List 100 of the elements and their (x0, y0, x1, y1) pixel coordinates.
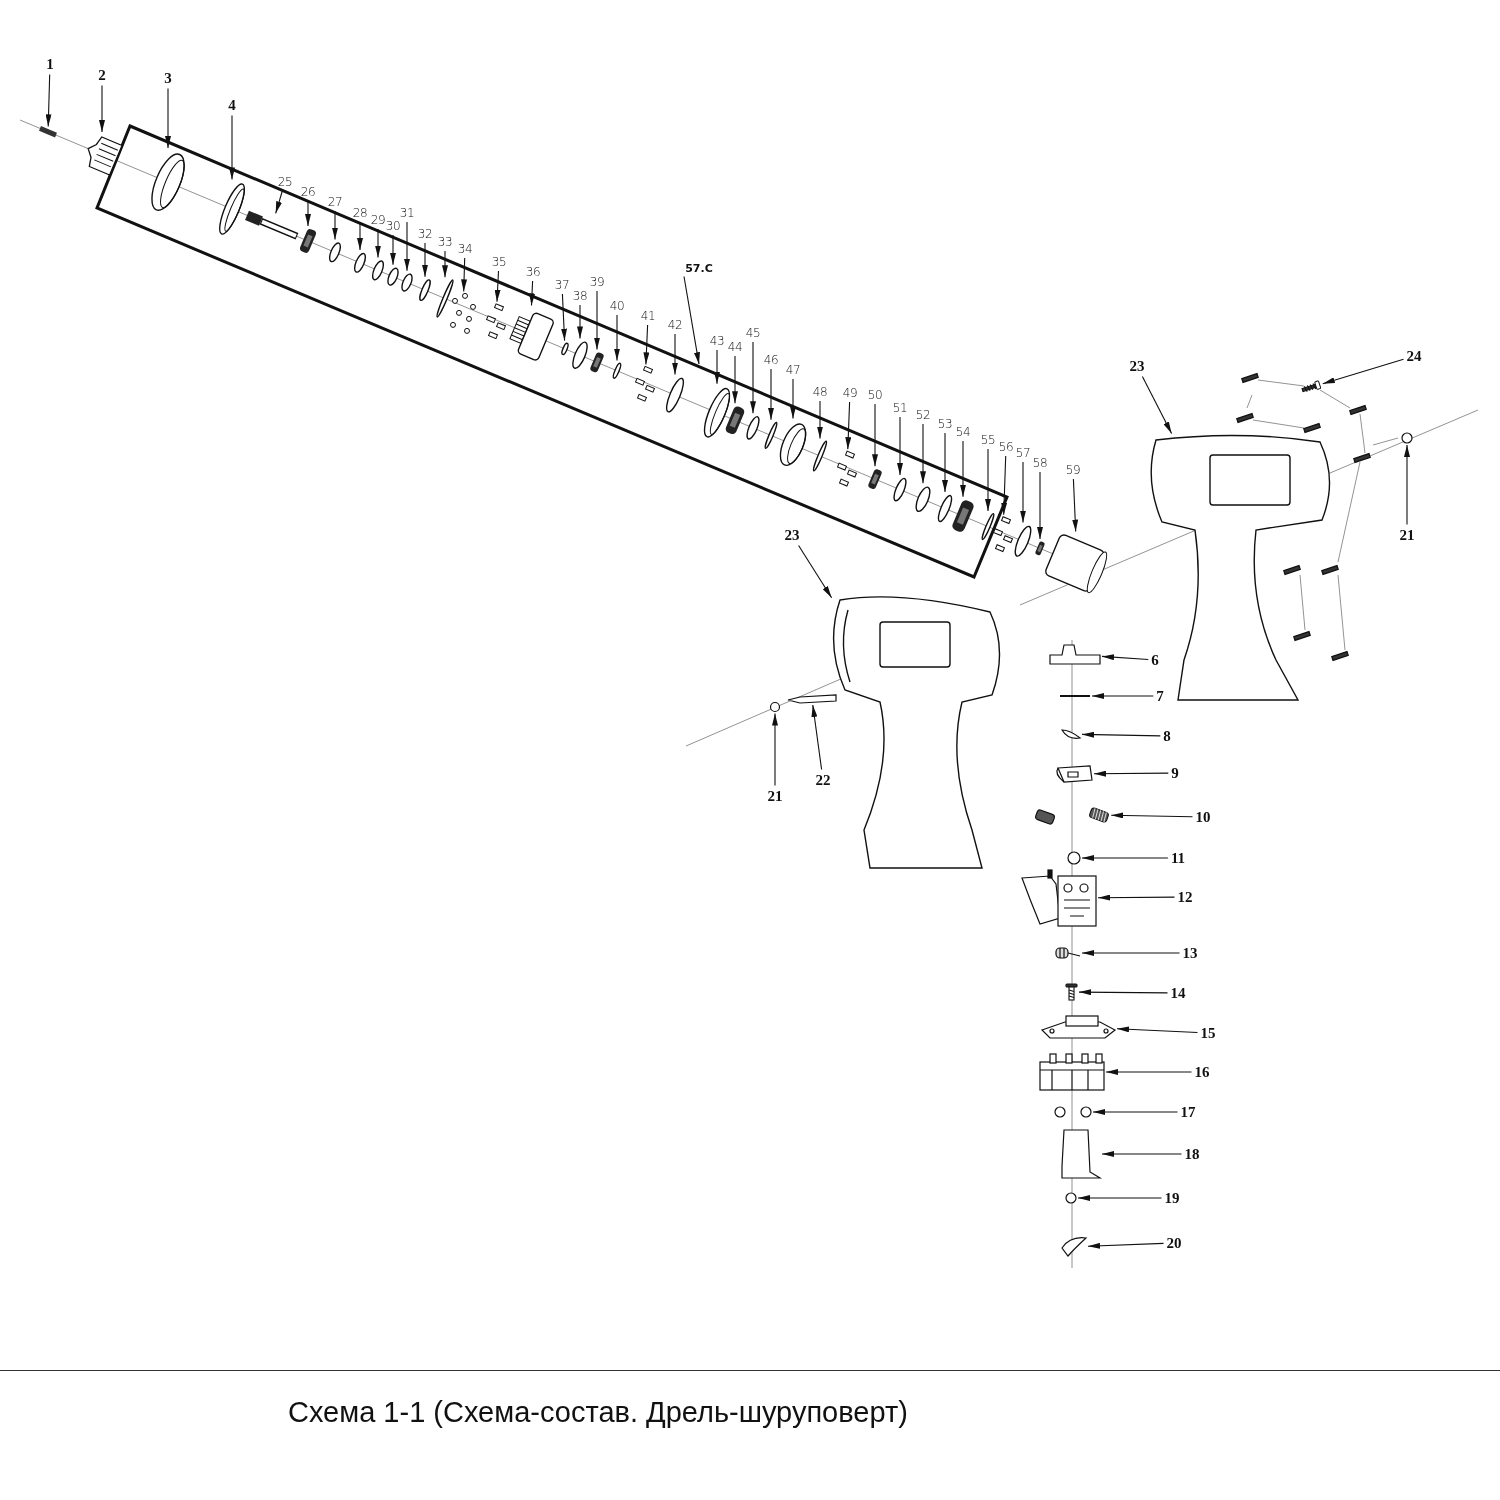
leader-arrow (577, 304, 583, 339)
callout-number: 36 (524, 265, 542, 279)
gear-drawing (867, 468, 883, 490)
callout-number: 11 (1169, 849, 1187, 867)
leader-arrow (1078, 989, 1169, 996)
callout-number: 34 (456, 242, 474, 256)
ring-drawing (746, 416, 760, 440)
callout-number: 46 (762, 353, 780, 367)
leader-arrow (375, 228, 381, 259)
callout-number: 42 (666, 318, 684, 332)
gear-drawing (724, 405, 746, 436)
ring-drawing (561, 342, 569, 356)
leader-arrow (594, 290, 600, 351)
callout-number: 23 (1128, 357, 1146, 375)
callout-number: 15 (1199, 1024, 1217, 1042)
callout-number: 47 (784, 363, 802, 377)
spindle-drawing (245, 210, 299, 240)
leader-arrow (422, 242, 428, 278)
leader-arrow (404, 221, 410, 272)
leader-arrow (942, 432, 948, 493)
callout-number: 1 (45, 55, 55, 73)
gear-drawing (298, 228, 318, 254)
callout-number: 19 (1163, 1189, 1181, 1207)
callout-number: 45 (744, 326, 762, 340)
callout-number: 52 (914, 408, 932, 422)
leader-arrow (357, 221, 363, 251)
callout-number: 31 (398, 206, 416, 220)
leader-arrow (442, 250, 448, 278)
ring-drawing (893, 477, 907, 502)
leader-arrow (643, 324, 650, 365)
pins-drawing (486, 303, 506, 340)
leader-arrow (1081, 950, 1181, 956)
callout-number: 35 (490, 255, 508, 269)
leader-arrow (332, 210, 338, 241)
leader-arrow (985, 448, 991, 512)
callout-number: 57 (1014, 446, 1032, 460)
screw-drawing (1065, 983, 1078, 1001)
callout-number: 56 (997, 440, 1015, 454)
ring-drawing (328, 242, 342, 263)
callout-number: 54 (954, 425, 972, 439)
leader-arrow (614, 314, 620, 362)
callout-number: 7 (1155, 687, 1165, 705)
callout-number: 17 (1179, 1103, 1197, 1121)
leader-arrow (1105, 1069, 1193, 1075)
leader-arrow (683, 275, 700, 365)
callout-number: 50 (866, 388, 884, 402)
callout-number: 21 (766, 787, 784, 805)
ring-drawing (151, 153, 185, 211)
mounting-plate-drawing (1040, 1015, 1117, 1039)
callout-number: 40 (608, 299, 626, 313)
callout-number: 16 (1193, 1063, 1211, 1081)
screwdriver-bit-drawing (787, 694, 837, 704)
leader-arrow (1091, 693, 1154, 699)
leader-arrow (1110, 812, 1194, 819)
callout-number: 29 (369, 213, 387, 227)
leader-arrow (1093, 770, 1169, 777)
leader-arrow (772, 712, 778, 787)
screw-drawing (1065, 1192, 1077, 1204)
callout-number: 21 (1398, 526, 1416, 544)
leader-arrow (811, 704, 823, 771)
led-drawing (1055, 947, 1081, 959)
leader-arrow (529, 280, 536, 306)
ball-bearings-drawing (450, 292, 476, 334)
ring-drawing (612, 362, 622, 379)
pins-drawing (993, 516, 1013, 552)
leader-arrow (1116, 1026, 1199, 1034)
callout-number: 44 (726, 340, 744, 354)
leader-arrow (99, 84, 105, 133)
leader-arrow (732, 355, 738, 404)
callout-number: 26 (299, 185, 317, 199)
callout-number: 24 (1405, 347, 1423, 365)
callout-number: 3 (163, 69, 173, 87)
leader-arrow (714, 349, 720, 385)
ring-drawing (419, 279, 431, 301)
leader-arrow (1077, 1195, 1163, 1201)
leader-arrow (672, 333, 678, 376)
leader-arrow (1404, 444, 1410, 526)
leader-arrow (1097, 894, 1176, 901)
leader-arrow (1020, 461, 1026, 524)
callout-number: 37 (553, 278, 571, 292)
pins-drawing (837, 450, 857, 487)
leader-arrow (461, 257, 468, 292)
pins-drawing (635, 365, 655, 402)
clip-drawing (1061, 1129, 1103, 1179)
ring-drawing (401, 273, 413, 292)
callout-number: 48 (811, 385, 829, 399)
slider-drawing (1056, 765, 1093, 783)
leader-arrow (1141, 375, 1173, 435)
chuck-drawing (87, 136, 123, 176)
spring-clip-drawing (1061, 729, 1081, 739)
leader-arrow (1087, 1242, 1165, 1249)
gear-drawing (1034, 540, 1046, 556)
leader-arrow (1092, 1109, 1179, 1115)
leader-arrow (1101, 654, 1149, 661)
ring-drawing (665, 377, 685, 413)
ring-drawing (1014, 525, 1032, 557)
gear-drawing (589, 351, 605, 374)
callout-number: 58 (1031, 456, 1049, 470)
washer-drawing (1067, 851, 1081, 865)
terminal-block-drawing (1039, 1053, 1105, 1091)
